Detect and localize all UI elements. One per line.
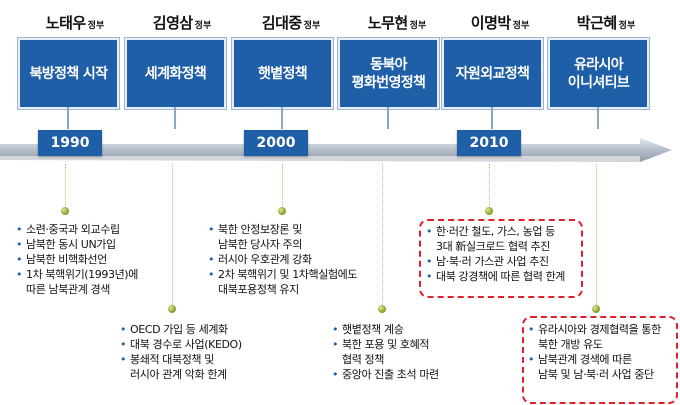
box-stem	[387, 107, 389, 129]
note-item: •남북한 동시 UN가입	[16, 238, 116, 251]
policy-box-kimdaejung: 햇볕정책	[232, 38, 333, 109]
box-stem	[597, 107, 599, 129]
connector-line	[282, 164, 283, 210]
policy-label: 세계화정책	[144, 65, 207, 82]
gov-suffix: 정부	[194, 21, 212, 31]
timeline-dot	[485, 207, 493, 215]
bullet-icon: •	[16, 238, 23, 251]
timeline-dot	[61, 207, 69, 215]
gov-suffix: 정부	[409, 21, 427, 31]
policy-box-leemyungbak: 자원외교정책	[442, 38, 543, 109]
connector-line	[489, 164, 490, 210]
policy-label: 자원외교정책	[455, 65, 530, 82]
policy-label-line2: 평화번영정책	[351, 74, 426, 91]
note-item: •남·북·러 가스관 사업 추진	[426, 255, 549, 268]
bullet-icon: •	[16, 268, 23, 281]
policy-label-line2: 이니셔티브	[567, 74, 630, 91]
gov-name: 노태우	[45, 14, 86, 32]
timeline-dot	[168, 305, 176, 313]
bullet-icon: •	[120, 323, 127, 336]
year-marker-1990: 1990	[38, 130, 102, 156]
gov-suffix: 정부	[618, 21, 636, 31]
note-item: •햇볕정책 계승	[332, 323, 404, 336]
bullet-icon: •	[332, 368, 339, 381]
gov-name: 김영삼	[152, 14, 193, 32]
connector-line	[65, 164, 66, 210]
note-item: •OECD 가입 등 세계화	[120, 323, 228, 336]
bullet-icon: •	[426, 255, 433, 268]
box-stem	[491, 107, 493, 129]
note-item: •중앙아 진출 초석 마련	[332, 368, 439, 381]
bullet-icon: •	[208, 223, 215, 236]
timeline-dot	[278, 207, 286, 215]
bullet-icon: •	[120, 353, 127, 366]
bullet-icon: •	[528, 353, 535, 366]
gov-name: 박근혜	[576, 14, 617, 32]
policy-label: 햇볕정책	[257, 65, 308, 82]
policy-box-rohtaewoo: 북방정책 시작	[18, 38, 119, 109]
bullet-icon: •	[16, 223, 23, 236]
connector-line	[172, 164, 173, 307]
bullet-icon: •	[16, 253, 23, 266]
highlight-box-leemyungbak	[419, 219, 583, 298]
policy-label-line1: 동북아	[370, 56, 407, 73]
note-item: •소련·중국과 외교수립	[16, 223, 120, 236]
bullet-icon: •	[426, 270, 433, 283]
box-stem	[174, 107, 176, 129]
notes-kimyoungsam: •OECD 가입 등 세계화 •대북 경수로 사업(KEDO) •봉쇄적 대북정…	[120, 322, 242, 382]
box-stem	[67, 107, 69, 129]
gov-suffix: 정부	[87, 21, 105, 31]
bullet-icon: •	[120, 338, 127, 351]
policy-label-line1: 유라시아	[573, 56, 624, 73]
year-marker-2000: 2000	[244, 130, 308, 156]
bullet-icon: •	[426, 225, 433, 238]
connector-line	[596, 164, 597, 307]
timeline-dot	[592, 305, 600, 313]
gov-suffix: 정부	[303, 21, 321, 31]
timeline-dot	[378, 305, 386, 313]
note-item: •대북 경수로 사업(KEDO)	[120, 338, 242, 351]
note-item: •남북한 비핵화선언	[16, 253, 107, 266]
year-marker-2010: 2010	[457, 130, 521, 156]
notes-rohtaewoo: •소련·중국과 외교수립 •남북한 동시 UN가입 •남북한 비핵화선언 •1차…	[16, 222, 138, 297]
bullet-icon: •	[528, 323, 535, 336]
policy-box-kimyoungsam: 세계화정책	[125, 38, 226, 109]
gov-name: 이명박	[470, 14, 511, 32]
bullet-icon: •	[332, 338, 339, 351]
bullet-icon: •	[208, 268, 215, 281]
gov-suffix: 정부	[512, 21, 530, 31]
box-stem	[281, 107, 283, 129]
highlight-box-parkgeunhye	[522, 316, 678, 404]
bullet-icon: •	[332, 323, 339, 336]
gov-name: 김대중	[261, 14, 302, 32]
note-item: •대북 강경책에 따른 협력 한계	[426, 270, 566, 283]
gov-name: 노무현	[367, 14, 408, 32]
policy-label: 북방정책 시작	[29, 65, 109, 82]
note-item: •러시아 우호관계 강화	[208, 253, 312, 266]
connector-line	[382, 164, 383, 307]
bullet-icon: •	[208, 253, 215, 266]
